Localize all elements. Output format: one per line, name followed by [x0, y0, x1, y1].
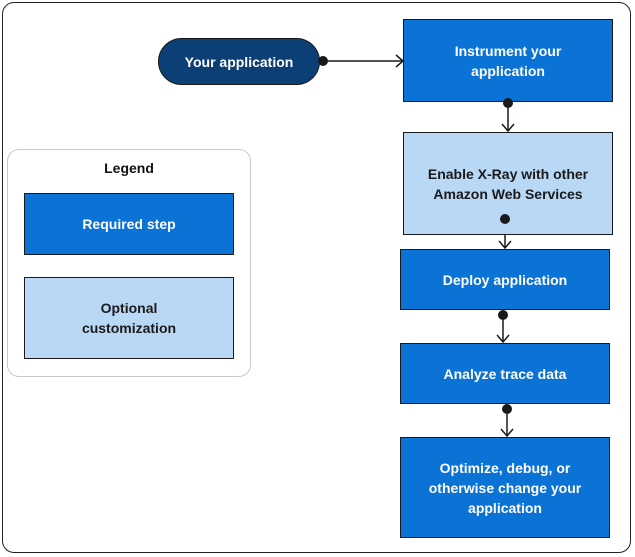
step-enable-xray-label: Enable X-Ray with other Amazon Web Servi…	[427, 165, 589, 202]
legend-required-label: Required step	[82, 216, 176, 232]
start-node: Your application	[158, 38, 320, 85]
connector-dot-enable	[500, 214, 510, 224]
legend-title: Legend	[104, 160, 154, 176]
legend-required-swatch: Required step	[24, 193, 234, 255]
connector-dot-start	[318, 56, 328, 66]
step-optimize-label: Optimize, debug, or otherwise change you…	[428, 459, 582, 516]
diagram-frame	[2, 2, 631, 553]
connector-dot-instrument	[503, 98, 513, 108]
connector-dot-analyze	[502, 404, 512, 414]
legend: Legend	[7, 149, 251, 377]
step-analyze: Analyze trace data	[400, 343, 610, 404]
step-deploy-label: Deploy application	[442, 271, 568, 288]
legend-optional-label: Optional customization	[81, 300, 177, 336]
step-analyze-label: Analyze trace data	[443, 365, 567, 382]
start-node-label: Your application	[184, 53, 294, 70]
arrowhead-optimize	[500, 428, 514, 438]
arrowhead-enable	[501, 123, 515, 133]
connector-dot-deploy	[498, 310, 508, 320]
step-deploy: Deploy application	[400, 249, 610, 310]
legend-optional-swatch: Optional customization	[24, 277, 234, 359]
step-instrument: Instrument your application	[403, 19, 613, 102]
step-instrument-label: Instrument your application	[454, 42, 562, 79]
step-optimize: Optimize, debug, or otherwise change you…	[400, 437, 610, 538]
arrowhead-analyze	[496, 334, 510, 344]
arrowhead-deploy	[498, 240, 512, 250]
